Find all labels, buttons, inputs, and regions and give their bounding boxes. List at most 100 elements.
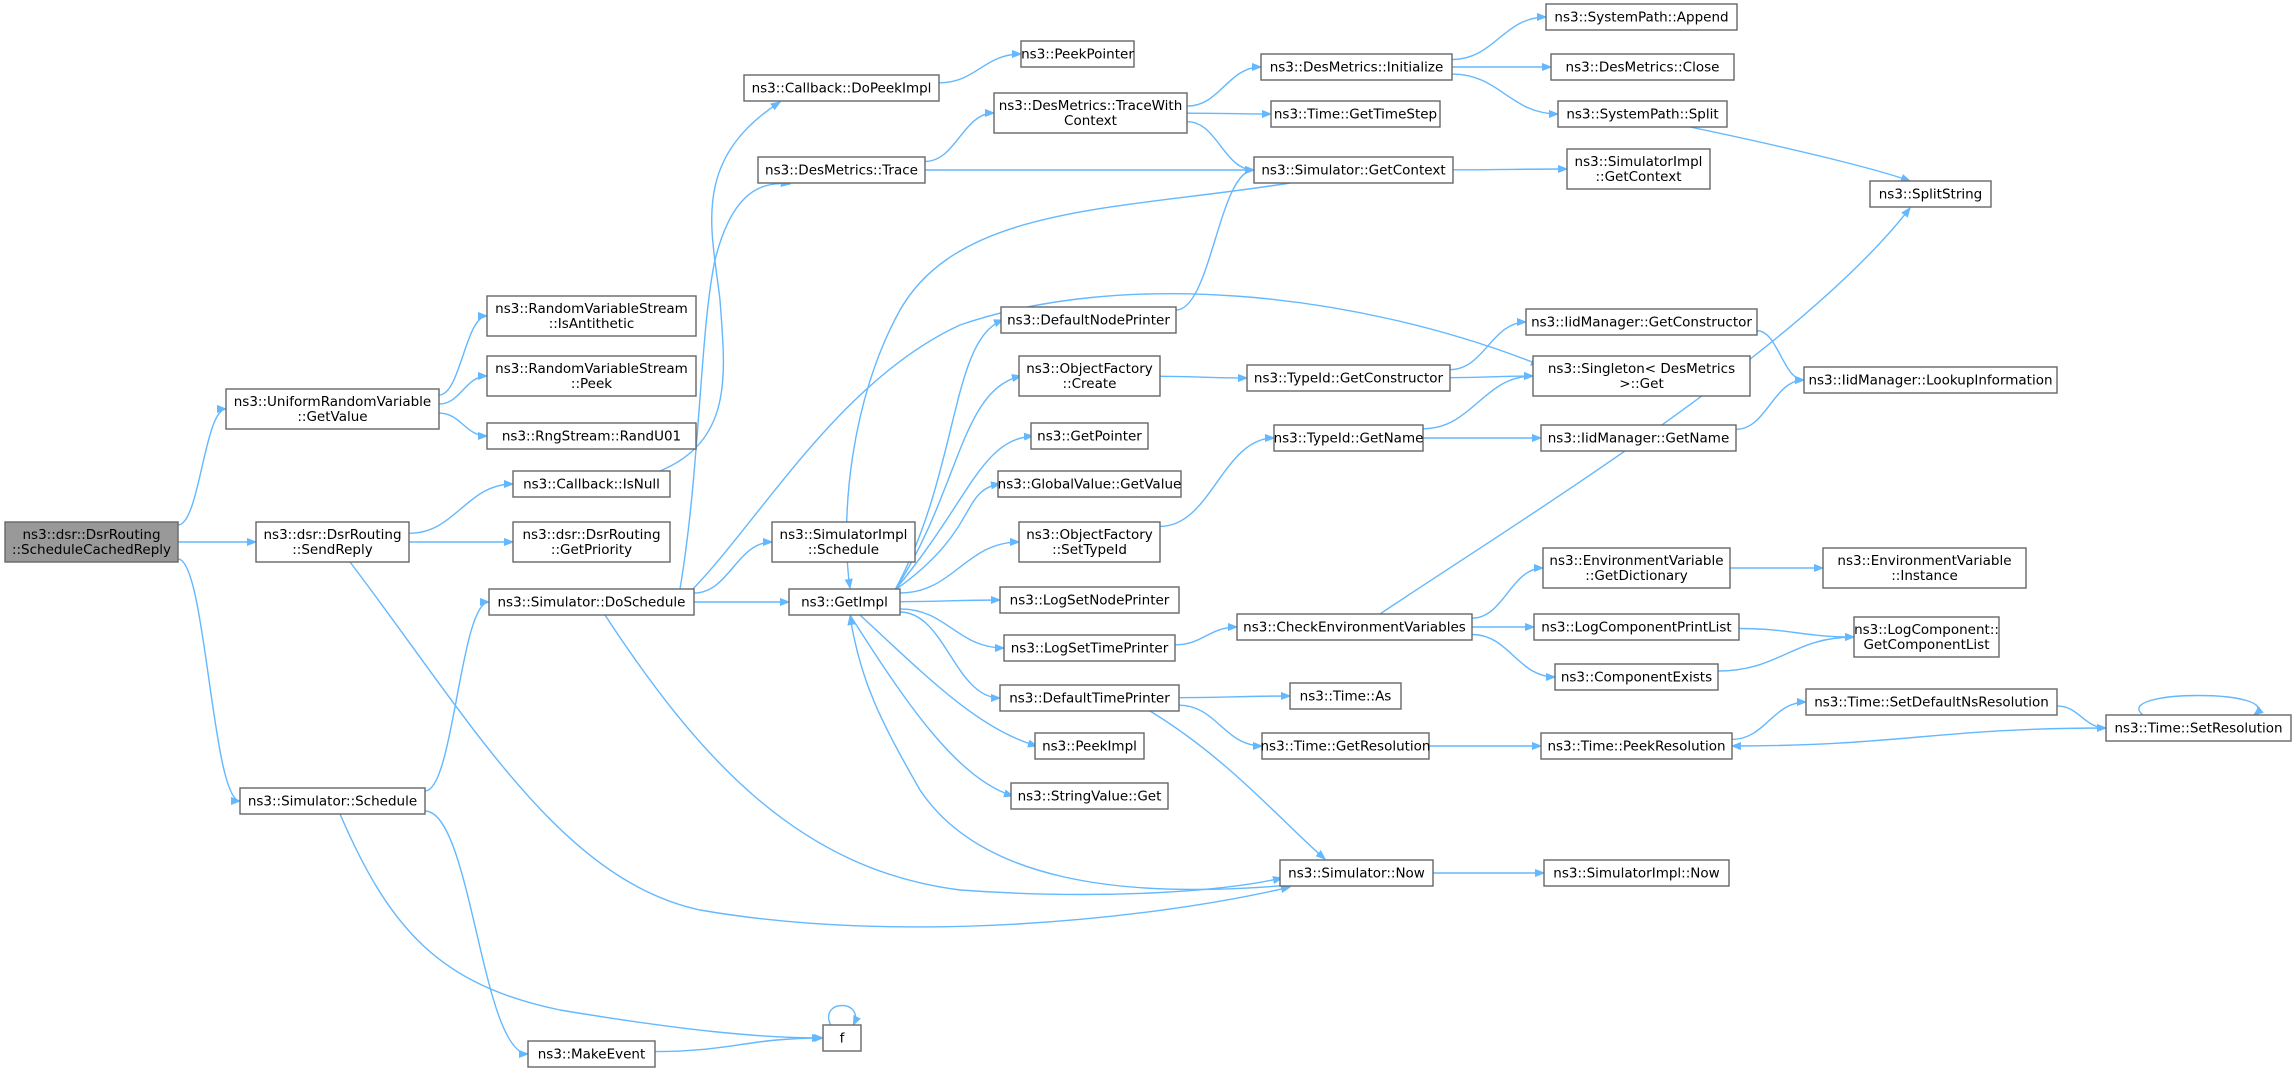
edges-layer	[177, 17, 2258, 1054]
node-box	[512, 521, 671, 563]
node-time-as[interactable]: ns3::Time::As	[1289, 682, 1402, 710]
node-box	[486, 355, 697, 397]
node-label-line: ns3::EnvironmentVariable	[1837, 553, 2011, 569]
node-peekpointer[interactable]: ns3::PeekPointer	[1020, 40, 1135, 68]
node-objfac-settypeid[interactable]: ns3::ObjectFactory::SetTypeId	[1018, 521, 1161, 563]
node-simimpl-schedule[interactable]: ns3::SimulatorImpl::Schedule	[771, 521, 916, 563]
node-iid-getname[interactable]: ns3::IidManager::GetName	[1540, 424, 1737, 452]
node-singleton-get[interactable]: ns3::Singleton< DesMetrics >::Get	[1532, 355, 1751, 397]
node-des-trace[interactable]: ns3::DesMetrics::Trace	[757, 156, 926, 184]
node-peekimpl[interactable]: ns3::PeekImpl	[1034, 732, 1145, 760]
node-deftimeprinter[interactable]: ns3::DefaultTimePrinter	[999, 684, 1180, 712]
node-cb-isnull[interactable]: ns3::Callback::IsNull	[512, 470, 671, 498]
node-compexists[interactable]: ns3::ComponentExists	[1554, 663, 1719, 691]
node-des-initialize[interactable]: ns3::DesMetrics::Initialize	[1260, 53, 1453, 81]
node-label-line: ns3::DesMetrics::Initialize	[1270, 60, 1444, 76]
node-time-setdefns[interactable]: ns3::Time::SetDefaultNsResolution	[1805, 688, 2058, 716]
edge-time_setres-to-time_peekres	[1732, 727, 2107, 746]
node-stringvalue-get[interactable]: ns3::StringValue::Get	[1010, 782, 1169, 810]
edge-sim_getcontext-to-simimpl_getcontext	[1452, 169, 1567, 170]
node-box	[1550, 53, 1735, 81]
node-sim-doschedule[interactable]: ns3::Simulator::DoSchedule	[488, 588, 695, 616]
node-label-line: ::Create	[1063, 376, 1117, 392]
node-label-line: ns3::ComponentExists	[1561, 670, 1712, 686]
edge-root-to-urv_getvalue	[177, 409, 226, 526]
node-label-line: ns3::LogComponent::	[1854, 622, 1999, 638]
node-time-setres[interactable]: ns3::Time::SetResolution	[2105, 714, 2292, 742]
node-label-line: ns3::SimulatorImpl::Now	[1553, 866, 1719, 882]
edge-sim_getcontext-to-getimpl	[847, 182, 1291, 588]
node-label-line: ns3::MakeEvent	[538, 1047, 646, 1063]
node-sp-split[interactable]: ns3::SystemPath::Split	[1557, 100, 1728, 128]
edge-checkenv-to-compexists	[1471, 633, 1555, 678]
node-rng-randu01[interactable]: ns3::RngStream::RandU01	[486, 422, 697, 450]
node-label-line: ::IsAntithetic	[549, 316, 635, 332]
node-sp-append[interactable]: ns3::SystemPath::Append	[1545, 3, 1738, 31]
node-env-instance[interactable]: ns3::EnvironmentVariable::Instance	[1822, 547, 2027, 589]
edge-deftimeprinter-to-sim_now	[1149, 710, 1325, 859]
node-box	[993, 92, 1188, 134]
node-time-peekres[interactable]: ns3::Time::PeekResolution	[1540, 732, 1733, 760]
node-label-line: ns3::LogSetNodePrinter	[1010, 593, 1170, 609]
node-time-gettimestep[interactable]: ns3::Time::GetTimeStep	[1270, 100, 1441, 128]
node-logsetnodeprinter[interactable]: ns3::LogSetNodePrinter	[999, 586, 1180, 614]
node-globalvalue-get[interactable]: ns3::GlobalValue::GetValue	[997, 470, 1182, 498]
node-sim-schedule[interactable]: ns3::Simulator::Schedule	[239, 787, 426, 815]
node-env-getdict[interactable]: ns3::EnvironmentVariable::GetDictionary	[1542, 547, 1731, 589]
node-box	[1273, 424, 1424, 452]
node-label-line: ns3::IidManager::LookupInformation	[1808, 373, 2052, 389]
node-getpointer[interactable]: ns3::GetPointer	[1030, 422, 1149, 450]
node-logcomp-getlist[interactable]: ns3::LogComponent::GetComponentList	[1853, 616, 2000, 658]
node-typeid-getname[interactable]: ns3::TypeId::GetName	[1273, 424, 1424, 452]
node-label-line: ns3::DesMetrics::Close	[1566, 60, 1720, 76]
edge-urv_getvalue-to-rng_randu01	[438, 412, 487, 436]
node-box	[1554, 663, 1719, 691]
node-label-line: ns3::LogSetTimePrinter	[1011, 641, 1169, 657]
node-box	[239, 787, 426, 815]
edge-objfac_create-to-typeid_getctor	[1159, 376, 1247, 378]
node-box	[486, 295, 697, 337]
node-logsettimeprinter[interactable]: ns3::LogSetTimePrinter	[1003, 634, 1176, 662]
node-sim-getcontext[interactable]: ns3::Simulator::GetContext	[1253, 156, 1454, 184]
node-rvs-isanti[interactable]: ns3::RandomVariableStream::IsAntithetic	[486, 295, 697, 337]
node-getimpl[interactable]: ns3::GetImpl	[788, 588, 901, 616]
node-box	[1532, 355, 1751, 397]
node-time-getres[interactable]: ns3::Time::GetResolution	[1260, 732, 1431, 760]
node-label-line: ::GetPriority	[551, 542, 632, 558]
node-makeevent[interactable]: ns3::MakeEvent	[527, 1040, 656, 1068]
node-des-close[interactable]: ns3::DesMetrics::Close	[1550, 53, 1735, 81]
node-splitstring[interactable]: ns3::SplitString	[1869, 180, 1992, 208]
node-box	[1566, 148, 1711, 190]
node-iid-lookup[interactable]: ns3::IidManager::LookupInformation	[1803, 366, 2058, 394]
node-typeid-getctor[interactable]: ns3::TypeId::GetConstructor	[1246, 364, 1451, 392]
node-sim-now[interactable]: ns3::Simulator::Now	[1279, 859, 1434, 887]
node-label-line: ns3::TypeId::GetName	[1274, 431, 1424, 447]
node-box	[1000, 306, 1177, 334]
edge-f-to-f	[827, 1004, 856, 1026]
node-label-line: ::GetValue	[297, 409, 367, 425]
node-dsr-getprio[interactable]: ns3::dsr::DsrRouting::GetPriority	[512, 521, 671, 563]
node-logcomp-printlist[interactable]: ns3::LogComponentPrintList	[1533, 613, 1740, 641]
node-checkenv[interactable]: ns3::CheckEnvironmentVariables	[1236, 613, 1473, 641]
node-urv-getvalue[interactable]: ns3::UniformRandomVariable::GetValue	[225, 388, 440, 430]
node-label-line: >::Get	[1619, 376, 1663, 392]
node-iid-getctor[interactable]: ns3::IidManager::GetConstructor	[1525, 308, 1758, 336]
edge-typeid_getctor-to-iid_getctor	[1449, 322, 1526, 371]
node-simimpl-now[interactable]: ns3::SimulatorImpl::Now	[1543, 859, 1730, 887]
node-defnodeprinter[interactable]: ns3::DefaultNodePrinter	[1000, 306, 1177, 334]
node-objfac-create[interactable]: ns3::ObjectFactory::Create	[1018, 355, 1161, 397]
node-label-line: ns3::Time::SetDefaultNsResolution	[1814, 695, 2049, 711]
edge-des_initialize-to-sp_append	[1451, 17, 1546, 61]
node-rvs-peek[interactable]: ns3::RandomVariableStream::Peek	[486, 355, 697, 397]
node-f[interactable]: f	[822, 1024, 862, 1052]
edge-makeevent-to-f	[654, 1038, 823, 1053]
edge-getimpl-to-getpointer	[894, 436, 1033, 591]
node-cb-dopeekimpl[interactable]: ns3::Callback::DoPeekImpl	[743, 74, 940, 102]
node-simimpl-getcontext[interactable]: ns3::SimulatorImpl::GetContext	[1566, 148, 1711, 190]
node-dsr-sendreply[interactable]: ns3::dsr::DsrRouting::SendReply	[255, 521, 410, 563]
node-root[interactable]: ns3::dsr::DsrRouting::ScheduleCachedRepl…	[4, 521, 179, 563]
node-label-line: ns3::Simulator::GetContext	[1261, 163, 1445, 179]
node-label-line: ns3::SplitString	[1879, 187, 1983, 203]
